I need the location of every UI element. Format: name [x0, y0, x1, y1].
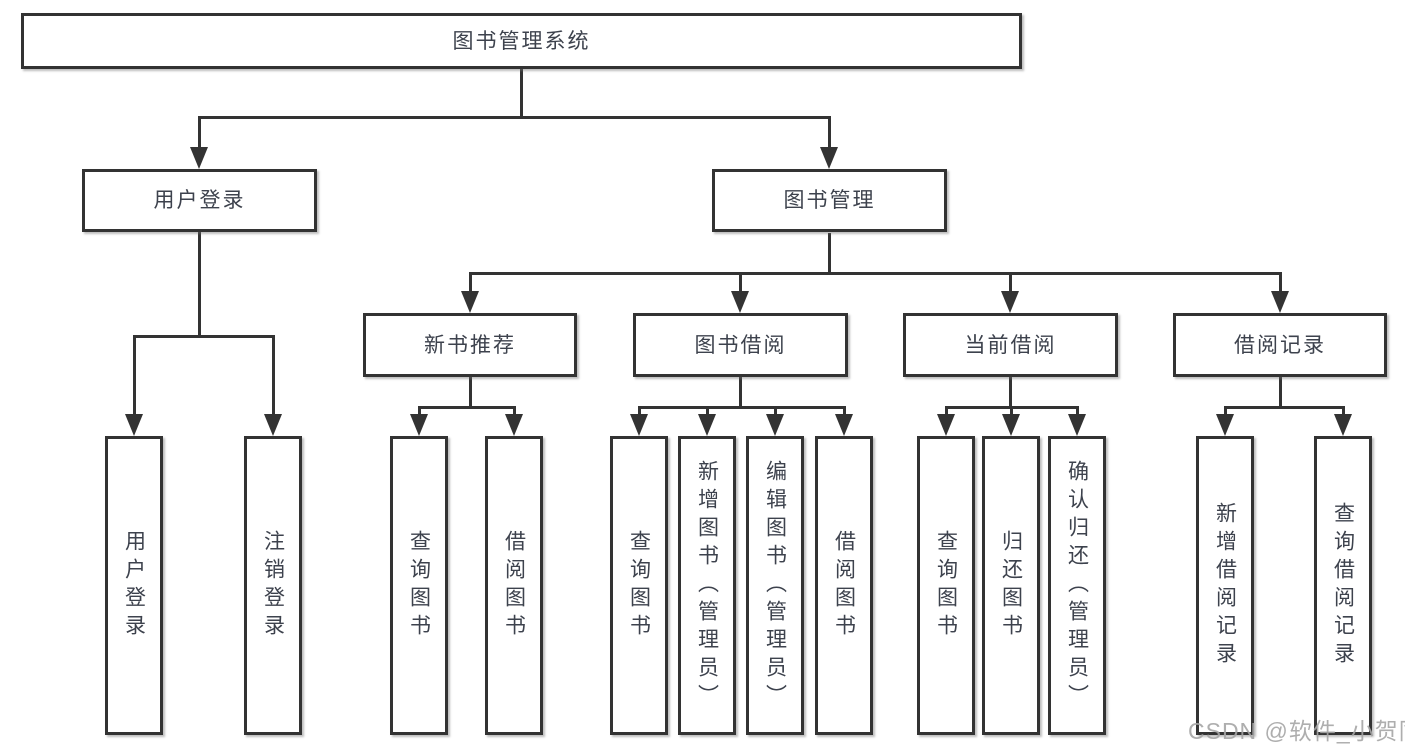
- node-current-borrowing: 当前借阅: [903, 313, 1118, 377]
- connector-arrowhead: [1271, 291, 1289, 313]
- connector-line: [513, 407, 516, 414]
- leaf-add-book-admin: 新增图书（管理员）: [678, 436, 736, 735]
- leaf-logout: 注销登录: [244, 436, 302, 735]
- connector-arrowhead: [1002, 414, 1020, 436]
- connector-line: [418, 407, 421, 414]
- connector-line: [1224, 407, 1227, 414]
- connector-line: [198, 232, 201, 336]
- connector-line: [638, 407, 641, 414]
- connector-line: [133, 336, 136, 414]
- connector-line: [272, 336, 275, 414]
- connector-line: [739, 273, 742, 291]
- leaf-return-books: 归还图书: [982, 436, 1040, 735]
- node-library-management-system: 图书管理系统: [21, 13, 1022, 69]
- leaf-borrow-books-borrowing: 借阅图书: [815, 436, 873, 735]
- connector-arrowhead: [505, 414, 523, 436]
- connector-line: [520, 69, 523, 117]
- connector-line: [843, 407, 846, 414]
- node-borrowing-records: 借阅记录: [1173, 313, 1387, 377]
- connector-arrowhead: [820, 147, 838, 169]
- connector-line: [469, 272, 1282, 275]
- connector-arrowhead: [264, 414, 282, 436]
- connector-line: [945, 407, 948, 414]
- connector-arrowhead: [835, 414, 853, 436]
- connector-line: [1010, 407, 1013, 414]
- connector-line: [198, 116, 831, 119]
- connector-line: [1279, 377, 1282, 407]
- connector-line: [1342, 407, 1345, 414]
- leaf-query-books-recommend: 查询图书: [390, 436, 448, 735]
- leaf-user-login: 用户登录: [105, 436, 163, 735]
- connector-arrowhead: [698, 414, 716, 436]
- connector-arrowhead: [731, 291, 749, 313]
- node-user-login: 用户登录: [82, 169, 317, 232]
- connector-line: [469, 273, 472, 291]
- connector-line: [1279, 273, 1282, 291]
- leaf-add-borrow-record: 新增借阅记录: [1196, 436, 1254, 735]
- leaf-query-borrow-record: 查询借阅记录: [1314, 436, 1372, 735]
- connector-arrowhead: [1334, 414, 1352, 436]
- connector-line: [828, 117, 831, 147]
- connector-arrowhead: [1068, 414, 1086, 436]
- connector-line: [418, 406, 516, 409]
- connector-line: [828, 233, 831, 273]
- connector-line: [1009, 377, 1012, 407]
- watermark: CSDN @软件_小贺同学: [1188, 718, 1405, 744]
- connector-line: [198, 117, 201, 147]
- connector-arrowhead: [410, 414, 428, 436]
- connector-line: [638, 406, 846, 409]
- connector-arrowhead: [766, 414, 784, 436]
- connector-arrowhead: [937, 414, 955, 436]
- connector-line: [133, 335, 275, 338]
- connector-arrowhead: [125, 414, 143, 436]
- leaf-edit-book-admin: 编辑图书（管理员）: [746, 436, 804, 735]
- connector-line: [1076, 407, 1079, 414]
- leaf-query-books-borrowing: 查询图书: [610, 436, 668, 735]
- connector-line: [774, 407, 777, 414]
- connector-arrowhead: [1216, 414, 1234, 436]
- leaf-query-books-current: 查询图书: [917, 436, 975, 735]
- connector-arrowhead: [630, 414, 648, 436]
- node-book-borrowing: 图书借阅: [633, 313, 848, 377]
- leaf-confirm-return-admin: 确认归还（管理员）: [1048, 436, 1106, 735]
- connector-line: [1009, 273, 1012, 291]
- leaf-borrow-books-recommend: 借阅图书: [485, 436, 543, 735]
- connector-line: [469, 377, 472, 407]
- connector-arrowhead: [190, 147, 208, 169]
- connector-line: [1224, 406, 1345, 409]
- connector-arrowhead: [1001, 291, 1019, 313]
- connector-line: [706, 407, 709, 414]
- connector-line: [739, 377, 742, 407]
- node-new-book-recommendation: 新书推荐: [363, 313, 577, 377]
- node-book-management: 图书管理: [712, 169, 947, 232]
- connector-arrowhead: [461, 291, 479, 313]
